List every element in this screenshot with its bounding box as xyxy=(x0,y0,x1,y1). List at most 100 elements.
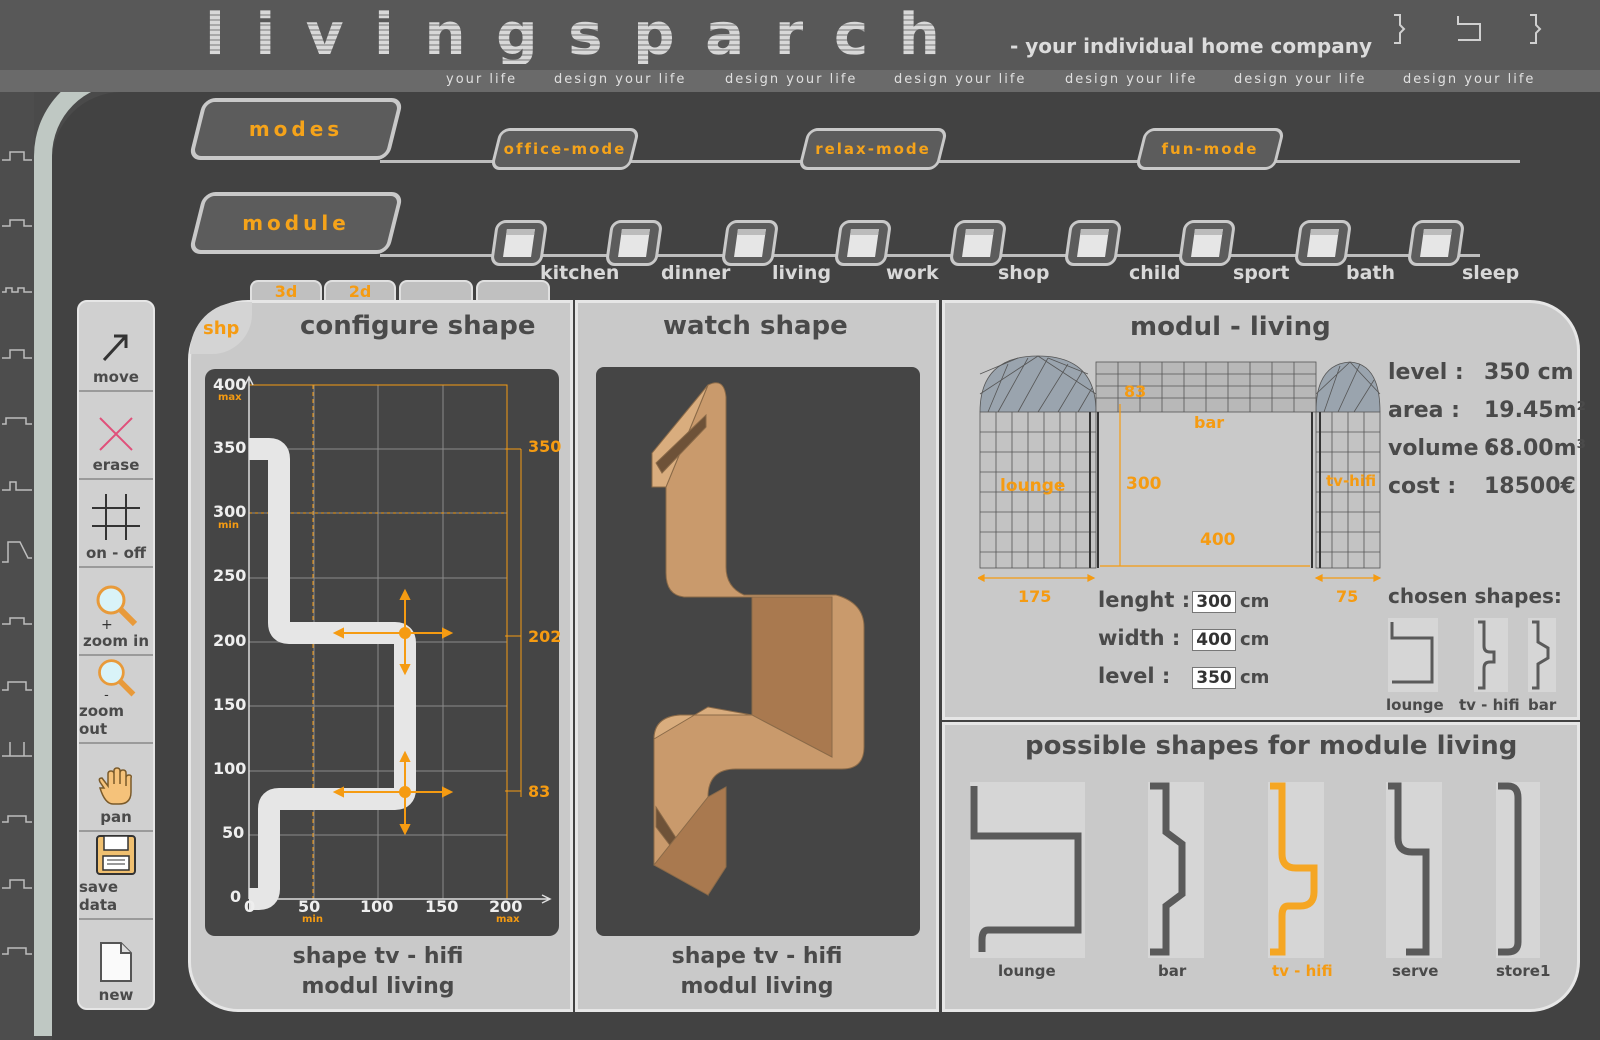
save-data-tool[interactable]: save data xyxy=(79,832,153,920)
watch-shape-title: watch shape xyxy=(663,311,848,341)
grid-toggle-tool[interactable]: on - off xyxy=(79,480,153,568)
module-icon xyxy=(1077,229,1109,257)
chosen-shape-bar-label: bar xyxy=(1528,696,1557,714)
new-document-icon xyxy=(100,942,132,982)
logo-letter: i xyxy=(374,0,394,68)
dim-label-right: 75 xyxy=(1336,587,1359,606)
module-kitchen-label: kitchen xyxy=(540,262,620,284)
module-child-button[interactable] xyxy=(1063,220,1123,266)
module-work-button[interactable] xyxy=(833,220,893,266)
module-floorplan xyxy=(976,354,1382,594)
logo-letter: h xyxy=(898,0,940,68)
x-tick: 200 xyxy=(489,897,523,916)
chosen-shape-lounge[interactable] xyxy=(1388,618,1438,692)
module-living-button[interactable] xyxy=(720,220,780,266)
dim-label-top: 83 xyxy=(1124,382,1147,401)
configure-caption-line2: modul living xyxy=(301,974,455,999)
slogan: design your life xyxy=(894,72,1027,87)
module-bath-button[interactable] xyxy=(1293,220,1353,266)
move-arrow-icon xyxy=(102,334,128,362)
module-dinner-button[interactable] xyxy=(604,220,664,266)
y-tick: 250 xyxy=(213,566,247,585)
width-input[interactable] xyxy=(1192,629,1236,651)
tool-label: move xyxy=(93,368,139,386)
level-unit: cm xyxy=(1240,667,1270,688)
level-marker: 83 xyxy=(528,782,551,801)
modul-title: modul - living xyxy=(1130,312,1331,342)
header-bar xyxy=(0,0,1600,70)
module-shop-button[interactable] xyxy=(948,220,1008,266)
info-volume-value: 68.00m³ xyxy=(1484,436,1587,461)
shape-editor-canvas[interactable] xyxy=(205,369,559,936)
level-marker: 350 xyxy=(528,437,562,456)
logo-letter: s xyxy=(568,0,603,68)
tagline: - your individual home company xyxy=(1010,34,1373,58)
length-input[interactable] xyxy=(1192,591,1236,613)
logo-letter: a xyxy=(705,0,745,68)
bracket-shape-icon[interactable] xyxy=(1386,12,1418,46)
slogan: design your life xyxy=(1065,72,1198,87)
info-level-value: 350 cm xyxy=(1484,360,1574,385)
chosen-shape-bar[interactable] xyxy=(1528,618,1556,692)
new-tool[interactable]: new xyxy=(79,920,153,1008)
module-icon xyxy=(962,229,994,257)
modes-connector-line xyxy=(380,160,1520,163)
chosen-shape-lounge-label: lounge xyxy=(1386,696,1444,714)
slogan: design your life xyxy=(1403,72,1536,87)
slogan: design your life xyxy=(554,72,687,87)
move-tool[interactable]: move xyxy=(79,304,153,392)
tool-label: save data xyxy=(79,878,119,914)
possible-shape-lounge[interactable] xyxy=(970,782,1085,958)
chosen-shape-tvhifi[interactable] xyxy=(1474,618,1508,692)
y-tick: 0 xyxy=(230,887,242,906)
module-connector-line xyxy=(380,254,1480,257)
possible-shape-store1[interactable] xyxy=(1496,782,1540,958)
dim-label-left: 175 xyxy=(1018,587,1052,606)
slogan: design your life xyxy=(1234,72,1367,87)
x-max-label: max xyxy=(496,914,520,925)
dim-label-tvhifi: tv-hifi xyxy=(1326,472,1377,490)
possible-shape-serve[interactable] xyxy=(1386,782,1442,958)
x-tick: 150 xyxy=(425,897,459,916)
brace-shape-icon[interactable] xyxy=(1522,12,1554,46)
erase-tool[interactable]: erase xyxy=(79,392,153,480)
tool-label: zoom out xyxy=(79,702,124,738)
module-kitchen-button[interactable] xyxy=(489,220,549,266)
lounge-shape-icon[interactable] xyxy=(1454,12,1486,46)
logo-letter: n xyxy=(424,0,466,68)
tool-label: zoom in xyxy=(82,632,149,650)
x-tick: 100 xyxy=(360,897,394,916)
logo-letter: v xyxy=(305,0,344,68)
zoom-out-tool[interactable]: - zoom out xyxy=(79,656,153,744)
possible-shape-tvhifi[interactable] xyxy=(1268,782,1324,958)
3d-viewer[interactable] xyxy=(596,367,920,936)
module-bath-label: bath xyxy=(1346,262,1396,284)
tool-label: pan xyxy=(100,808,132,826)
module-label: module xyxy=(242,211,350,235)
logo-letter: l xyxy=(205,0,225,68)
erase-x-icon xyxy=(99,417,133,451)
pan-tool[interactable]: pan xyxy=(79,744,153,832)
configure-caption-line1: shape tv - hifi xyxy=(292,944,464,969)
possible-shape-serve-label: serve xyxy=(1392,962,1439,980)
info-area-value: 19.45m² xyxy=(1484,398,1587,423)
possible-shape-bar[interactable] xyxy=(1148,782,1204,958)
module-work-label: work xyxy=(886,262,939,284)
logo-letter: g xyxy=(496,0,538,68)
module-sport-button[interactable] xyxy=(1177,220,1237,266)
modes-label: modes xyxy=(248,117,344,141)
y-tick: 350 xyxy=(213,438,247,457)
module-sleep-button[interactable] xyxy=(1406,220,1466,266)
length-unit: cm xyxy=(1240,591,1270,612)
logo-letter: i xyxy=(255,0,276,68)
chosen-shape-tvhifi-label: tv - hifi xyxy=(1459,696,1520,714)
y-tick: 400 xyxy=(213,375,247,394)
info-cost-key: cost : xyxy=(1388,474,1457,499)
mode-relax-label: relax-mode xyxy=(815,140,931,158)
y-tick: 150 xyxy=(213,695,247,714)
zoom-in-tool[interactable]: + zoom in xyxy=(79,568,153,656)
slogan: your life xyxy=(446,72,518,87)
level-input[interactable] xyxy=(1192,667,1236,689)
x-tick: 50 xyxy=(298,897,321,916)
